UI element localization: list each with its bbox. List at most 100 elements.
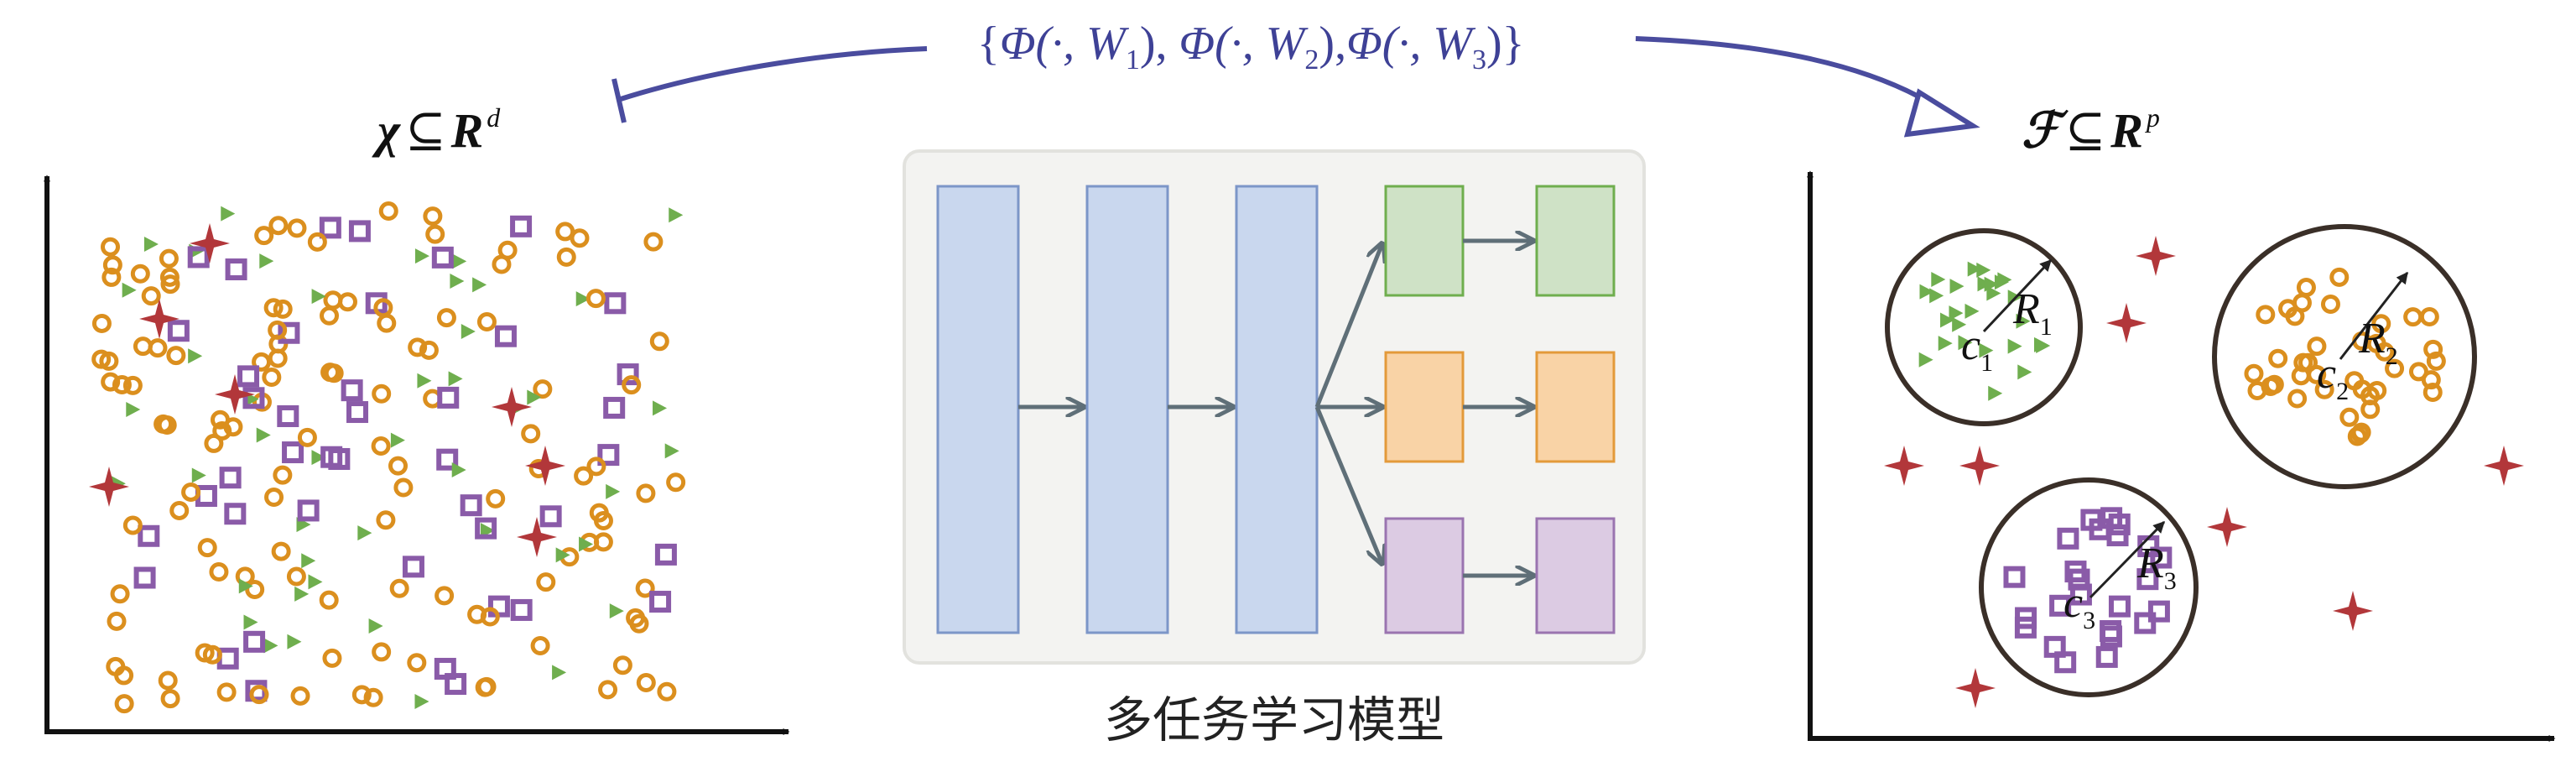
purple-square-point — [436, 448, 459, 471]
model-caption: 多任务学习模型 — [1104, 691, 1444, 749]
purple-square-point — [475, 517, 497, 540]
orange-circle-point — [378, 201, 398, 222]
green-triangle-point — [664, 443, 679, 459]
orange-circle-point — [593, 510, 613, 530]
purple-square-point — [654, 543, 677, 566]
orange-circle-point — [148, 338, 168, 358]
green-triangle-point — [259, 253, 274, 269]
shared-layer-3 — [1235, 185, 1319, 634]
orange-circle-point — [530, 636, 550, 656]
orange-circle-point — [407, 653, 427, 673]
purple-square-point — [225, 258, 247, 281]
purple-square-point — [219, 467, 242, 489]
feature-space-outliers — [1884, 236, 2524, 708]
orange-circle-point — [264, 487, 284, 507]
multitask-model — [903, 149, 1646, 665]
purple-square-point — [2003, 566, 2026, 588]
task-2-layer-2 — [1535, 351, 1616, 463]
purple-square-point — [402, 556, 424, 578]
orange-circle-point — [2367, 380, 2387, 400]
orange-circle-point — [2247, 381, 2267, 401]
green-triangle-point — [256, 427, 271, 443]
red-cross-point — [190, 223, 230, 263]
input-space-scatter — [89, 201, 686, 714]
green-triangle-point — [451, 462, 466, 478]
purple-square-point — [460, 494, 482, 517]
red-cross-point — [139, 299, 180, 339]
orange-circle-point — [322, 648, 342, 668]
orange-circle-point — [2350, 424, 2370, 444]
green-triangle-point — [1919, 284, 1934, 300]
orange-circle-point — [2419, 307, 2439, 327]
orange-circle-point — [160, 274, 180, 295]
purple-square-point — [346, 401, 369, 424]
orange-circle-point — [320, 305, 340, 326]
orange-circle-point — [110, 584, 130, 604]
green-triangle-point — [221, 206, 236, 222]
purple-square-point — [617, 363, 639, 386]
orange-circle-point — [666, 472, 686, 493]
cluster-3-boundary — [1979, 477, 2199, 697]
purple-square-point — [2100, 625, 2122, 648]
orange-circle-point — [585, 289, 606, 309]
cluster-2-center-label: c2 — [2317, 350, 2349, 405]
green-triangle-point — [609, 603, 624, 619]
orange-circle-point — [372, 383, 392, 404]
green-triangle-point — [450, 274, 465, 290]
green-triangle-point — [555, 547, 570, 563]
orange-circle-point — [320, 363, 341, 383]
orange-circle-point — [307, 232, 327, 252]
green-triangle-point — [575, 291, 591, 307]
orange-circle-point — [436, 308, 456, 328]
orange-circle-point — [273, 299, 293, 319]
green-triangle-point — [390, 432, 405, 448]
orange-circle-point — [160, 689, 180, 709]
orange-circle-point — [643, 232, 664, 252]
orange-circle-point — [254, 226, 274, 246]
branch-arrow-task-3 — [1314, 406, 1382, 564]
orange-circle-point — [271, 541, 291, 561]
map-arrow-left — [611, 46, 928, 123]
green-triangle-point — [1984, 276, 1999, 292]
orange-circle-point — [286, 566, 306, 587]
orange-circle-point — [245, 579, 265, 599]
green-triangle-point — [294, 586, 310, 602]
green-triangle-point — [1918, 352, 1933, 368]
task-2-layer-1 — [1384, 351, 1465, 463]
map-arrow-right — [1635, 36, 1980, 138]
orange-circle-point — [197, 538, 217, 558]
green-triangle-point — [126, 402, 141, 418]
purple-square-point — [2106, 524, 2129, 547]
purple-square-point — [282, 441, 304, 464]
orange-circle-point — [290, 686, 310, 706]
orange-circle-point — [252, 352, 272, 372]
mapping-formula: {Φ(·, W1), Φ(·, W2),Φ(·, W3)} — [977, 18, 1525, 76]
orange-circle-point — [319, 590, 339, 610]
orange-circle-point — [2329, 267, 2350, 287]
green-triangle-point — [1949, 279, 1965, 295]
purple-square-point — [138, 524, 160, 547]
orange-circle-point — [521, 424, 541, 444]
red-cross-point — [2207, 507, 2247, 547]
cluster-3: c3 R3 — [1979, 477, 2199, 697]
orange-circle-point — [476, 312, 497, 332]
green-triangle-point — [461, 324, 476, 340]
shared-layer-2 — [1085, 185, 1169, 634]
task-3-layer-2 — [1535, 517, 1616, 634]
purple-square-point — [2100, 507, 2123, 529]
purple-square-point — [510, 598, 533, 621]
orange-circle-point — [435, 586, 455, 606]
purple-square-point — [2150, 546, 2173, 569]
purple-square-point — [278, 321, 300, 344]
green-triangle-point — [1979, 342, 1994, 358]
green-triangle-point — [143, 236, 159, 252]
green-triangle-point — [579, 536, 594, 552]
orange-circle-point — [154, 414, 174, 434]
green-triangle-point — [238, 578, 253, 594]
purple-square-point — [434, 657, 456, 680]
cluster-1: c1 R1 — [1885, 228, 2083, 426]
orange-circle-point — [486, 488, 506, 509]
orange-circle-point — [377, 313, 397, 333]
